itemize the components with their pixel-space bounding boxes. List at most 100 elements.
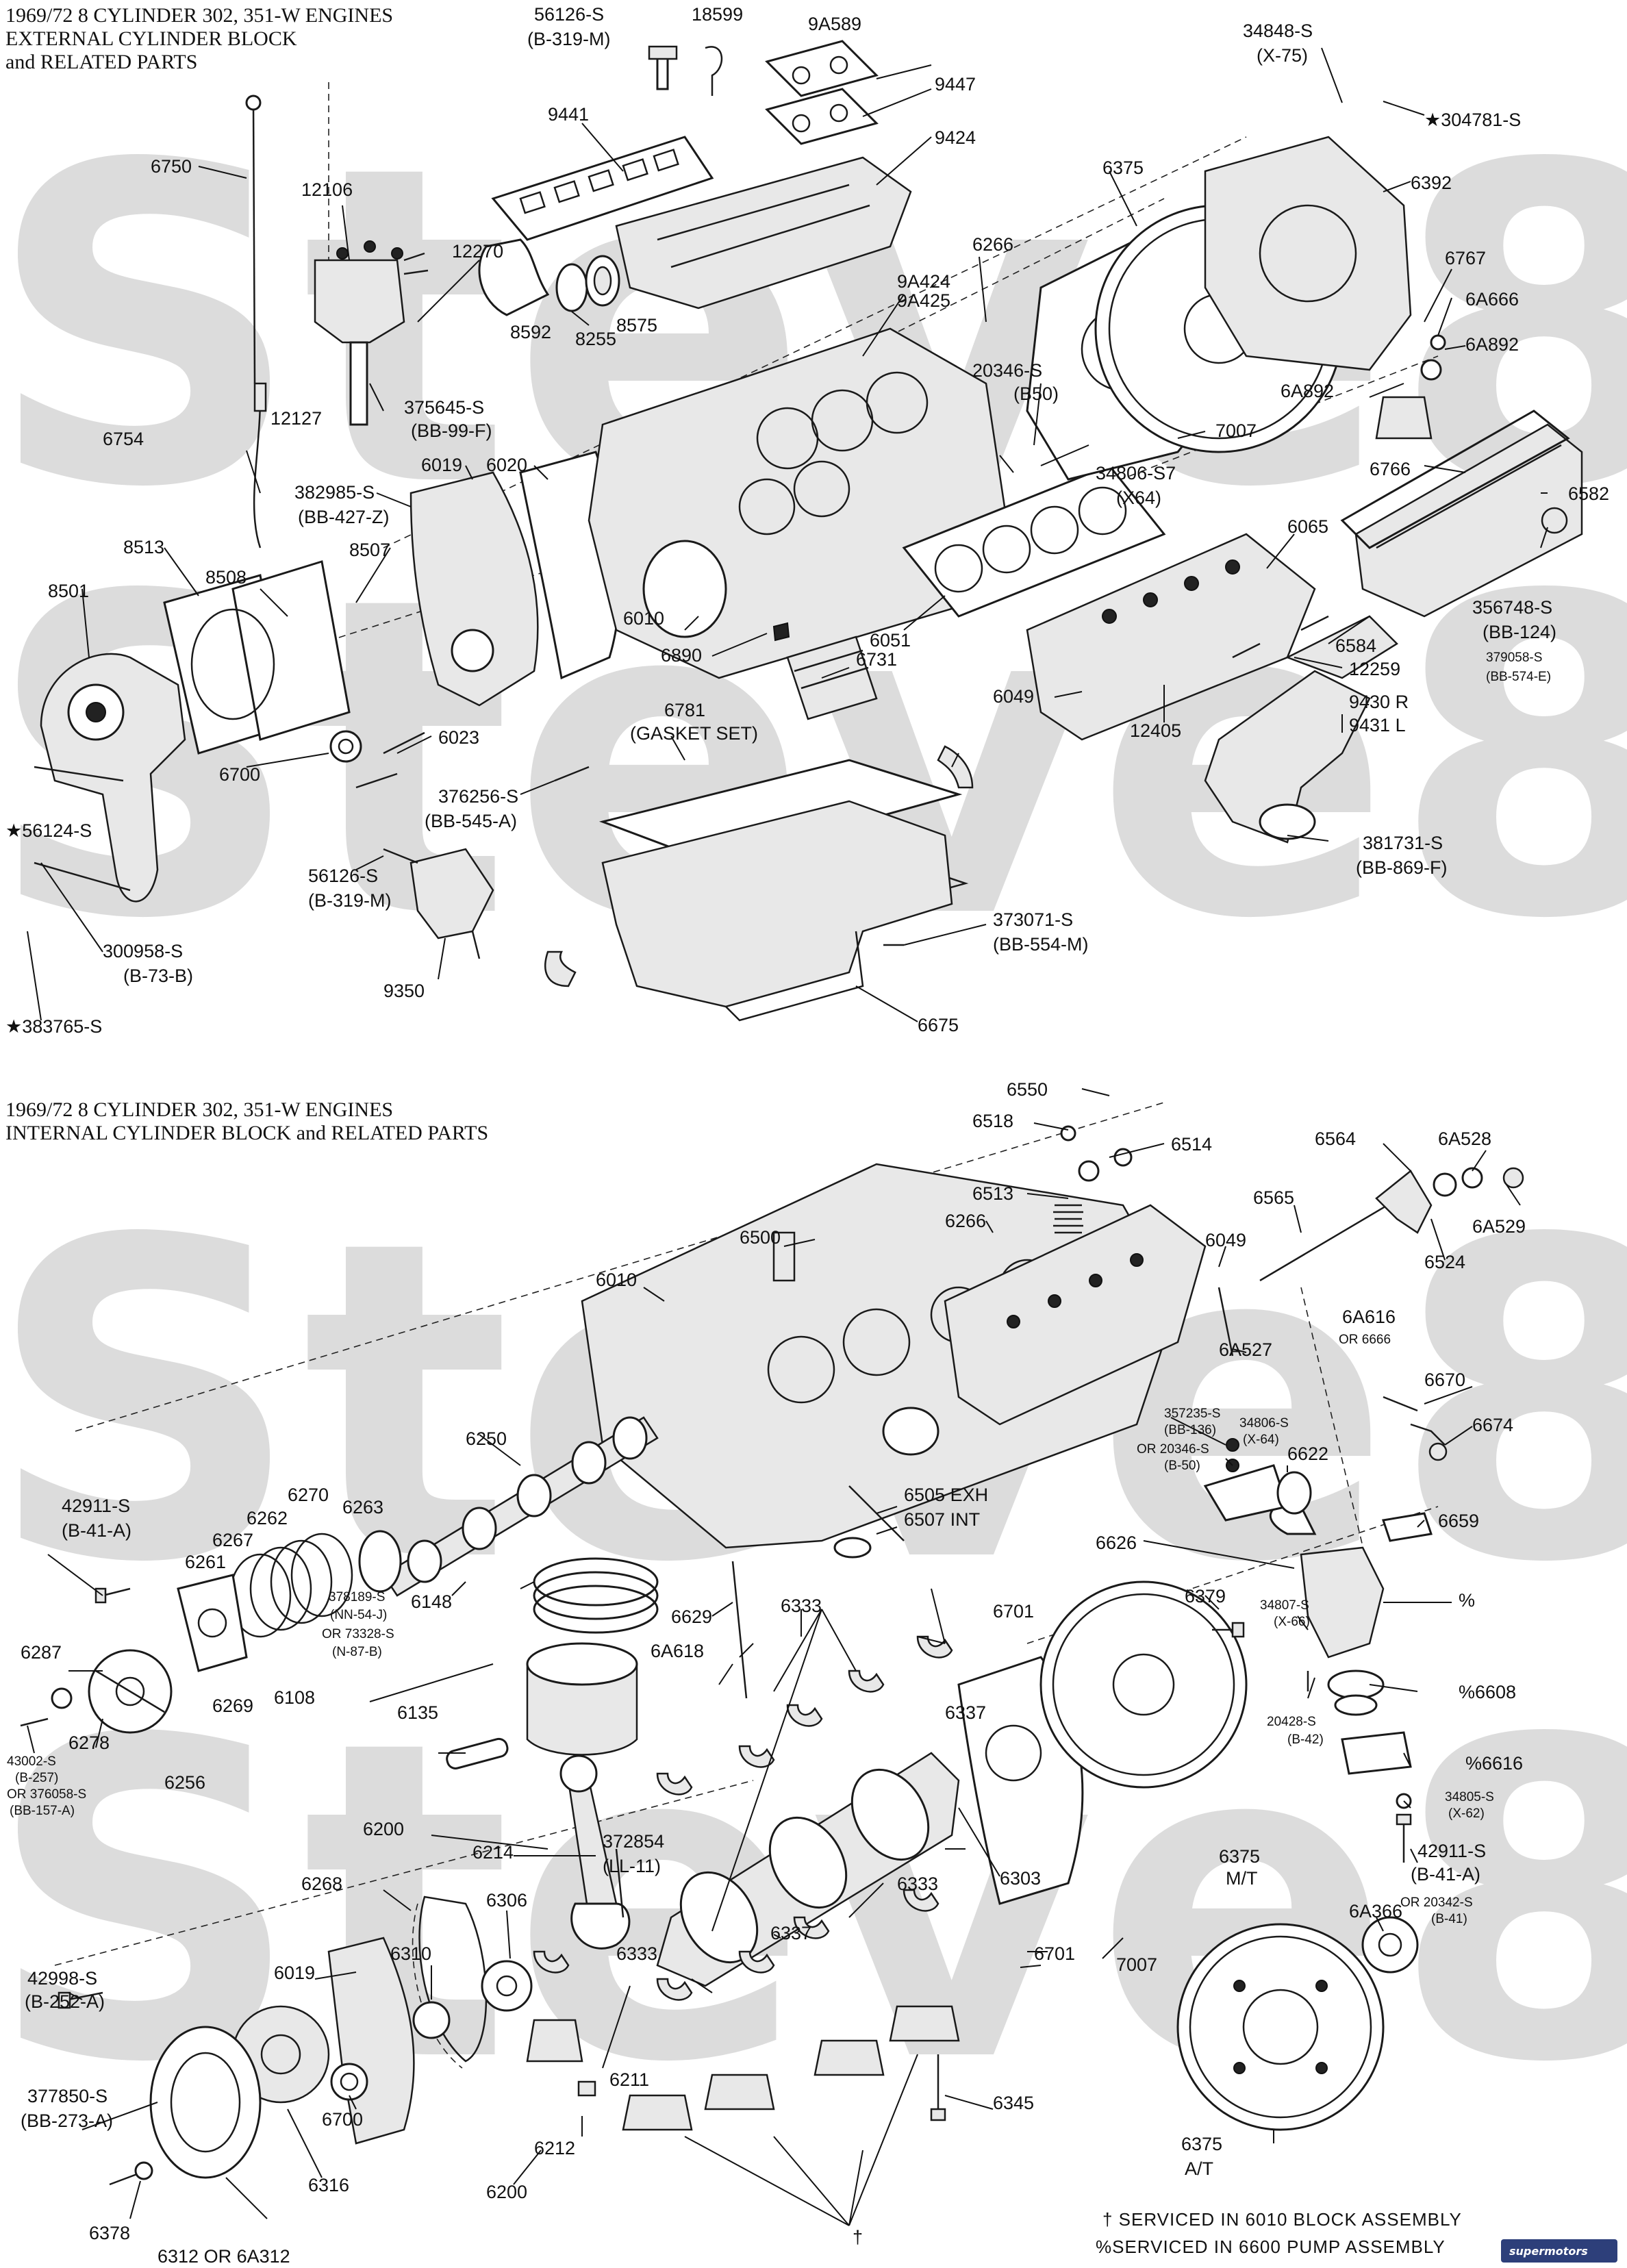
label-t38: (BB-427-Z) bbox=[298, 507, 390, 527]
bellhousing-part bbox=[1204, 136, 1412, 371]
label-b101: † bbox=[853, 2227, 863, 2247]
label-b82: 7007 bbox=[1116, 1954, 1157, 1975]
label-t7: ★304781-S bbox=[1424, 110, 1521, 130]
label-b43: 6379 bbox=[1185, 1586, 1226, 1606]
label-t77: ★383765-S bbox=[5, 1016, 102, 1037]
label-t14: 6392 bbox=[1411, 173, 1452, 193]
lifter-part bbox=[772, 1231, 796, 1282]
label-b64: (BB-157-A) bbox=[10, 1804, 75, 1818]
label-b80: (B-41) bbox=[1431, 1912, 1467, 1926]
label-b49: (N-87-B) bbox=[332, 1645, 382, 1659]
label-b102: 6378 bbox=[89, 2223, 130, 2243]
label-t40: 6020 bbox=[486, 455, 527, 475]
top-title-line-3: and RELATED PARTS bbox=[5, 51, 197, 73]
label-b97: 6375 bbox=[1181, 2134, 1222, 2154]
label-b27: 42911-S bbox=[62, 1496, 130, 1516]
label-b47: (NN-54-J) bbox=[330, 1608, 387, 1622]
label-t25: (B50) bbox=[1013, 383, 1059, 404]
label-b41: 6629 bbox=[671, 1606, 712, 1627]
label-b39: 6148 bbox=[411, 1591, 452, 1612]
label-b46: 378189-S bbox=[329, 1590, 385, 1604]
label-b11: 6A529 bbox=[1472, 1216, 1526, 1237]
top-title-line-2: EXTERNAL CYLINDER BLOCK bbox=[5, 27, 297, 50]
label-t57: 9430 R bbox=[1349, 692, 1409, 712]
thrust-plate-part bbox=[177, 1574, 248, 1672]
label-b96: 6212 bbox=[534, 2138, 575, 2158]
label-t76: 6675 bbox=[918, 1015, 959, 1035]
label-t16: 6266 bbox=[972, 234, 1013, 255]
label-t48: 379058-S bbox=[1486, 651, 1542, 665]
label-t8: 9447 bbox=[935, 74, 976, 94]
label-t12: 12106 bbox=[301, 179, 353, 200]
label-b42: 6701 bbox=[993, 1601, 1034, 1622]
label-t49: (BB-574-E) bbox=[1486, 670, 1551, 684]
label-t13: 6375 bbox=[1102, 158, 1144, 178]
footnotes: † SERVICED IN 6010 BLOCK ASSEMBLY %SERVI… bbox=[1096, 2209, 1462, 2257]
label-t23: 8575 bbox=[616, 315, 657, 336]
label-t68: (BB-869-F) bbox=[1356, 857, 1448, 878]
label-b85: 6337 bbox=[770, 1923, 811, 1943]
piston-part bbox=[526, 1663, 638, 1756]
label-t30: (BB-99-F) bbox=[411, 420, 492, 441]
label-t22: 8255 bbox=[575, 329, 616, 349]
label-t20: 6A666 bbox=[1465, 289, 1519, 310]
label-t60: (GASKET SET) bbox=[630, 723, 758, 744]
label-b44: 34807-S bbox=[1260, 1598, 1309, 1613]
label-b65: 6256 bbox=[164, 1772, 205, 1793]
label-t21: 8592 bbox=[510, 322, 551, 342]
label-b79: OR 20342-S bbox=[1400, 1895, 1473, 1910]
label-t66: ★56124-S bbox=[5, 820, 92, 841]
label-b23: (B-50) bbox=[1164, 1459, 1200, 1473]
label-b5: 6514 bbox=[1171, 1134, 1212, 1155]
front-seal-part bbox=[329, 730, 362, 763]
label-b37: 6626 bbox=[1096, 1533, 1137, 1553]
label-b7: 6565 bbox=[1253, 1187, 1294, 1208]
label-b55: 6269 bbox=[212, 1696, 253, 1716]
bottom-artwork bbox=[20, 1102, 1524, 2186]
label-t28: 12127 bbox=[270, 408, 322, 429]
label-t45: 8508 bbox=[205, 567, 247, 588]
flywheel-mt-part bbox=[1039, 1580, 1248, 1789]
label-b103: 6312 OR 6A312 bbox=[157, 2246, 290, 2267]
label-t2: (B-319-M) bbox=[527, 29, 611, 49]
label-t52: 6584 bbox=[1335, 635, 1376, 656]
top-section-title: 1969/72 8 CYLINDER 302, 351-W ENGINES EX… bbox=[5, 4, 393, 73]
label-b3: 6564 bbox=[1315, 1129, 1356, 1149]
label-b58: (B-42) bbox=[1287, 1732, 1324, 1747]
rocker-arm-part bbox=[1375, 1170, 1433, 1234]
label-b72: 6375 bbox=[1219, 1846, 1260, 1867]
bottom-title-line-2: INTERNAL CYLINDER BLOCK and RELATED PART… bbox=[5, 1122, 488, 1144]
label-t6: (X-75) bbox=[1257, 45, 1308, 66]
label-t3: 18599 bbox=[692, 4, 743, 25]
label-b29: 6270 bbox=[288, 1485, 329, 1505]
label-t39: 6019 bbox=[421, 455, 462, 475]
label-b95: 6345 bbox=[993, 2093, 1034, 2113]
label-t72: (BB-554-M) bbox=[993, 934, 1089, 955]
label-b32: 6505 EXH bbox=[904, 1485, 988, 1505]
oil-pan-part bbox=[601, 800, 953, 1008]
bottom-title-line-1: 1969/72 8 CYLINDER 302, 351-W ENGINES bbox=[5, 1098, 393, 1121]
label-b77: 6306 bbox=[486, 1890, 527, 1911]
label-b92: (BB-273-A) bbox=[21, 2110, 113, 2131]
label-t73: 300958-S bbox=[103, 941, 183, 961]
label-t17: 6767 bbox=[1445, 248, 1486, 268]
label-t29: 375645-S bbox=[404, 397, 484, 418]
label-t37: 382985-S bbox=[294, 482, 375, 503]
label-b56: 6337 bbox=[945, 1702, 986, 1723]
label-b2: 6518 bbox=[972, 1111, 1013, 1131]
label-b14: 6A616 bbox=[1342, 1307, 1396, 1327]
label-b86: 42998-S bbox=[27, 1968, 97, 1989]
bottom-labels: 6550 6518 6564 6A528 6514 6513 6565 6500… bbox=[7, 1079, 1526, 2267]
label-t35: 6766 bbox=[1370, 459, 1411, 479]
label-b18: 6674 bbox=[1472, 1415, 1513, 1435]
site-logo: supermotors bbox=[1501, 2239, 1617, 2263]
label-b57: 20428-S bbox=[1267, 1715, 1316, 1729]
label-t43: 6065 bbox=[1287, 516, 1328, 537]
label-b91: 377850-S bbox=[27, 2086, 108, 2106]
label-b9: 6266 bbox=[945, 1211, 986, 1231]
label-t24: 20346-S bbox=[972, 360, 1042, 381]
top-artwork bbox=[34, 40, 1583, 1022]
label-b21: (BB-136) bbox=[1164, 1423, 1216, 1437]
footnote-block-assembly: † SERVICED IN 6010 BLOCK ASSEMBLY bbox=[1102, 2209, 1462, 2230]
